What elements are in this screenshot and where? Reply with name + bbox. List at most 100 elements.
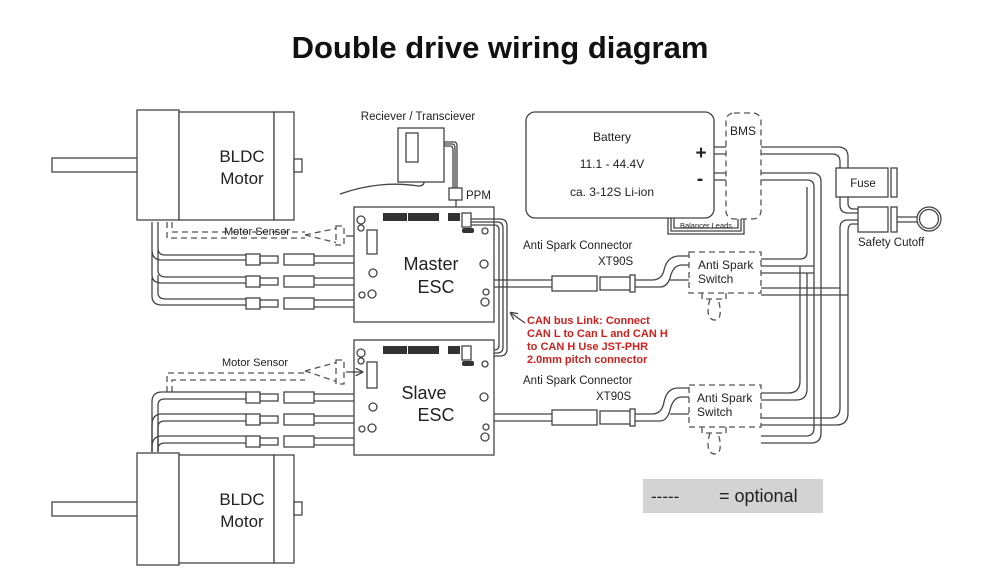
header-connector [448,346,460,354]
anti-spark-switch-line2: Switch [697,405,732,419]
anti-spark-bottom: Anti Spark Connector XT90S Anti Spark Sw… [494,266,808,455]
bullet-connector [245,297,315,310]
battery-voltage: 11.1 - 44.4V [580,157,645,171]
safety-cutoff-cap [890,206,898,233]
motor-label-line1: BLDC [219,490,264,509]
header-connector [383,213,407,221]
motor-rear-cap [273,111,295,221]
bldc-motor-top: BLDC Motor [51,109,303,221]
master-esc-label-line2: ESC [417,277,454,297]
receiver-label: Reciever / Transciever [361,111,476,123]
fuse-body [835,167,889,198]
motor-shaft [51,157,141,173]
can-note-line: to CAN H Use JST-PHR [527,341,648,353]
anti-spark-switch-line2: Switch [698,272,733,286]
battery-title: Battery [593,130,631,144]
switch-toggle [701,427,727,434]
motor-sensor-label: Motor Sensor [224,226,290,238]
safety-cutoff-label: Safety Cutoff [858,237,925,249]
switch-lever [707,432,721,455]
xt90s-female [551,409,598,426]
header-connector [383,346,407,354]
slave-esc-label-line1: Slave [401,383,446,403]
can-jst [462,228,474,233]
can-bus-note: CAN bus Link: Connect CAN L to Can L and… [527,315,668,366]
bullet-connector [245,275,315,288]
legend-text: = optional [719,486,798,506]
can-note-arrow [511,313,526,324]
safety-cutoff-body [857,206,889,233]
motor-rear-cap [273,454,295,564]
can-header [461,345,472,361]
bms-box [725,112,762,220]
legend: ----- = optional [643,479,823,513]
motor-label-line2: Motor [220,169,264,188]
master-esc: Master ESC [353,206,495,323]
diagram-title: Double drive wiring diagram [291,30,709,65]
ppm-label: PPM [466,190,491,202]
motor-sensor-label: Motor Sensor [222,357,288,369]
can-note-line: CAN bus Link: Connect [527,315,650,327]
fuse: Fuse [835,167,898,198]
anti-spark-connector-label: Anti Spark Connector [523,240,632,252]
can-header [461,212,472,228]
receiver: Reciever / Transciever PPM [339,111,491,210]
bms: BMS [725,112,762,220]
slave-esc-label-line2: ESC [417,405,454,425]
xt90s-collar [629,274,636,293]
legend-dashes: ----- [651,487,679,506]
bullet-connector [245,413,315,426]
anti-spark-switch [688,384,762,428]
phase-wires-bottom [151,391,354,452]
bldc-motor-bottom: BLDC Motor [51,452,303,566]
motor-body [178,454,275,564]
motor-sensor-top: Motor Sensor [166,222,362,246]
battery-cells: ca. 3-12S Li-ion [570,185,654,199]
motor-rear-stub [293,158,303,173]
motor-front-flange [136,109,180,221]
balancer-leads-label: Balancer Leads [680,221,732,230]
sensor-header [366,229,378,255]
phase-wires-top [151,222,354,310]
switch-toggle [701,293,727,300]
legend-box [643,479,823,513]
can-jst [462,361,474,366]
anti-spark-switch [688,251,762,294]
ppm-header [448,213,460,221]
motor-label-line2: Motor [220,512,264,531]
xt90s-label: XT90S [598,256,633,268]
main-power-wires [761,146,858,444]
receiver-body [397,127,445,183]
fuse-label: Fuse [850,178,876,190]
ppm-plug [448,187,463,201]
bullet-connector [245,391,315,404]
bms-label: BMS [730,124,756,138]
fuse-cap [890,167,898,198]
header-connector [408,213,439,221]
motor-body [178,111,275,221]
anti-spark-switch-line1: Anti Spark [698,258,754,272]
motor-label-line1: BLDC [219,147,264,166]
battery: Battery 11.1 - 44.4V ca. 3-12S Li-ion + … [525,111,745,235]
sensor-header [366,361,378,389]
sensor-plug [335,225,345,246]
battery-plus: + [695,143,706,164]
anti-spark-top: Anti Spark Connector XT90S Anti Spark Sw… [494,187,808,321]
safety-cutoff: Safety Cutoff [857,206,942,249]
switch-lever [707,298,721,321]
master-esc-label-line1: Master [403,254,458,274]
xt90s-male [599,276,633,291]
xt90s-female [551,275,598,292]
can-note-line: 2.0mm pitch connector [527,354,648,366]
safety-key-ring [916,206,942,232]
slave-esc: Slave ESC [353,339,495,456]
motor-front-flange [136,452,180,566]
bullet-connector [245,253,315,266]
xt90s-collar [629,408,636,427]
header-connector [408,346,439,354]
xt90s-male [599,410,633,425]
can-note-line: CAN L to Can L and CAN H [527,328,668,340]
anti-spark-connector-label: Anti Spark Connector [523,375,632,387]
motor-rear-stub [293,501,303,516]
motor-shaft [51,501,141,517]
